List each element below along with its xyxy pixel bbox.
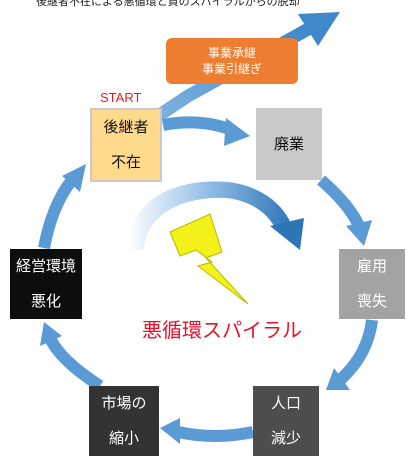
node-business-environment: 経営環境 悪化 <box>10 249 82 319</box>
node-label-1: 後継者 <box>103 118 149 137</box>
node-label-2: 不在 <box>110 153 141 172</box>
cycle-arrow-heads <box>40 118 372 444</box>
node-label-1: 経営環境 <box>15 257 76 276</box>
start-label: START <box>100 90 142 105</box>
node-label-1: 人口 <box>270 394 301 413</box>
node-label-2: 悪化 <box>30 292 61 311</box>
cycle-arrow <box>38 116 378 442</box>
node-label-1: 雇用 <box>356 257 387 276</box>
node-market-shrink: 市場の 縮小 <box>89 386 159 456</box>
node-label-1: 市場の <box>101 394 147 413</box>
node-label-1: 廃業 <box>273 134 304 153</box>
spiral-label: 悪循環スパイラル <box>142 318 302 342</box>
node-business-closure: 廃業 <box>256 108 322 180</box>
succession-label-2: 事業引継ぎ <box>201 62 262 76</box>
node-label-2: 縮小 <box>108 429 139 448</box>
node-job-loss: 雇用 喪失 <box>339 249 405 319</box>
node-label-2: 喪失 <box>356 292 387 311</box>
succession-label-1: 事業承継 <box>207 45 256 60</box>
node-population-decline: 人口 減少 <box>253 386 319 456</box>
top-text: 後継者不在による悪循環と負のスパイラルからの脱却 <box>36 0 300 8</box>
succession-box: 事業承継 事業引継ぎ <box>166 38 298 84</box>
curved-arrow <box>128 181 304 250</box>
node-successor-absent: 後継者 不在 <box>90 108 162 182</box>
node-label-2: 減少 <box>270 429 301 448</box>
lightning-icon <box>169 213 249 305</box>
